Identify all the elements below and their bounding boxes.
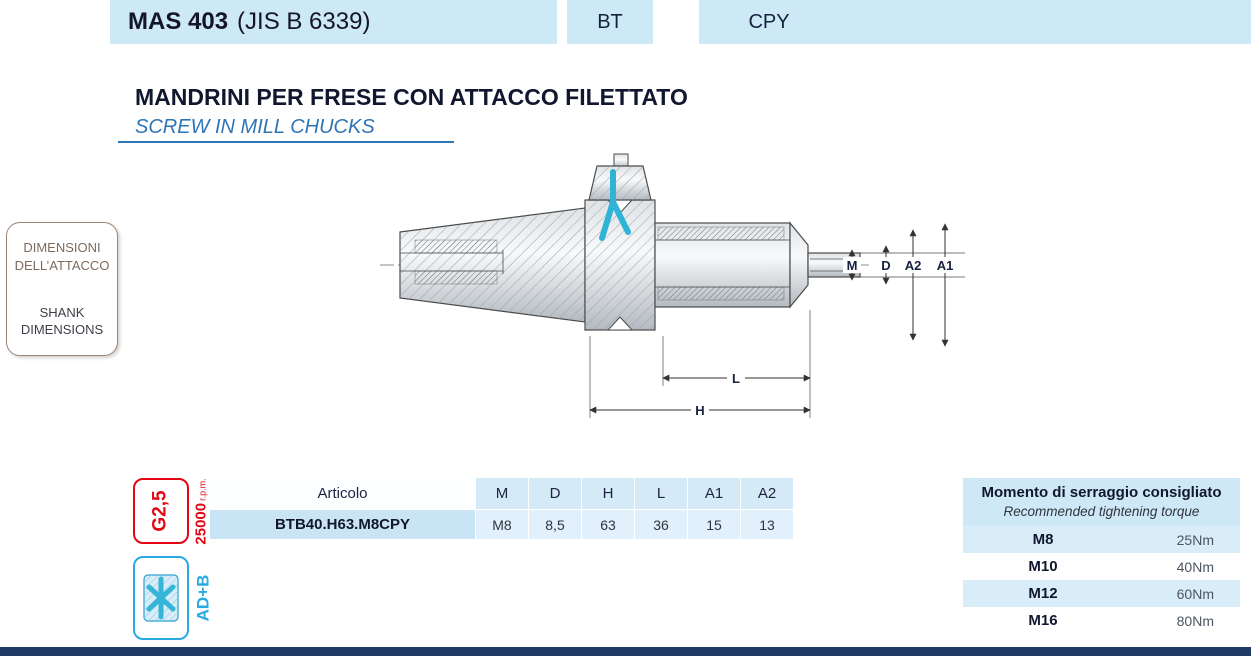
torque-row-m8: M8 25Nm [963,526,1240,554]
page-title: MANDRINI PER FRESE CON ATTACCO FILETTATO [135,84,688,110]
value-m: M8 [476,510,529,540]
balance-grade-badge: G2,5 [133,478,189,544]
torque-size-m10: M10 [1028,558,1058,576]
coolant-type-label: AD+B [193,574,213,622]
col-header-l: L [635,478,688,510]
header-band-bt: BT [567,0,653,44]
tightening-torque-table: Momento di serraggio consigliato Recomme… [963,478,1240,635]
shank-type-bt: BT [597,10,623,33]
tool-holder-technical-drawing: M D A2 A1 L H [365,150,985,450]
col-header-a1: A1 [688,478,741,510]
coolant-inducer [588,153,652,241]
nose-cone [789,221,809,309]
dim-label-a2: A2 [905,258,922,273]
col-header-a2: A2 [741,478,794,510]
header-band-standard: MAS 403 (JIS B 6339) [110,0,557,44]
standard-norm: (JIS B 6339) [237,8,371,35]
dim-label-m: M [847,258,858,273]
shank-box-it-line2: DELL’ATTACCO [14,257,110,273]
diameter-dimensions: M D A2 A1 [843,223,958,347]
dim-label-a1: A1 [937,258,954,273]
value-a2: 13 [741,510,794,540]
article-code: BTB40.H63.M8CPY [210,510,476,540]
rpm-unit: r.p.m. [197,477,208,501]
pullstud-thread-top [414,239,498,254]
shank-box-italian: DIMENSIONI DELL’ATTACCO [15,239,110,274]
torque-title-en: Recommended tightening torque [1003,503,1200,519]
value-h: 63 [582,510,635,540]
torque-table-header: Momento di serraggio consigliato Recomme… [963,478,1240,527]
page-subtitle: SCREW IN MILL CHUCKS [135,116,375,138]
coolant-type: AD+B [191,556,215,640]
length-dimensions: L H [589,370,811,418]
torque-size-m12: M12 [1028,585,1058,603]
tool-holder-drawing-svg: M D A2 A1 L H [380,153,965,418]
torque-row-m16: M16 80Nm [963,607,1240,635]
coolant-section-icon [143,574,179,622]
value-a1: 15 [688,510,741,540]
coolant-channel [599,169,631,241]
value-l: 36 [635,510,688,540]
torque-value-m8: 25Nm [1176,531,1214,548]
shank-dimensions-box: DIMENSIONI DELL’ATTACCO SHANK DIMENSIONS [6,222,118,356]
shank-box-en-line2: DIMENSIONS [20,322,104,338]
dim-label-h: H [695,403,704,418]
dim-label-l: L [732,371,740,386]
chuck-body [654,221,861,309]
v-flange [584,199,656,331]
footer-bar [0,647,1251,656]
torque-row-m12: M12 60Nm [963,580,1240,608]
rpm-value: 25000 [192,502,210,545]
torque-size-m8: M8 [1032,531,1054,549]
specification-table: Articolo M D H L A1 A2 BTB40.H63.M8CPY M… [210,478,794,540]
header-band-right [699,0,1251,44]
shank-box-english: SHANK DIMENSIONS [21,304,103,339]
dim-label-d: D [881,258,890,273]
shank-box-en-line1: SHANK [39,304,85,320]
torque-value-m12: 60Nm [1176,585,1214,602]
torque-value-m16: 80Nm [1176,612,1214,629]
pullstud-thread-bottom [414,270,498,285]
balance-grade-label: G2,5 [149,490,171,532]
torque-value-m10: 40Nm [1176,558,1214,575]
internal-thread-bottom [657,286,785,301]
taper-shank [399,207,586,323]
col-header-d: D [529,478,582,510]
spec-table-header-row: Articolo M D H L A1 A2 [210,478,794,510]
col-header-m: M [476,478,529,510]
shank-box-it-line1: DIMENSIONI [23,240,101,255]
coolant-badge [133,556,189,640]
internal-thread-top [657,226,785,241]
torque-size-m16: M16 [1028,612,1058,630]
col-header-articolo: Articolo [210,478,476,510]
torque-row-m10: M10 40Nm [963,553,1240,581]
title-underline [118,141,454,143]
series-cpy: CPY [748,10,790,33]
col-header-h: H [582,478,635,510]
value-d: 8,5 [529,510,582,540]
torque-title-it: Momento di serraggio consigliato [981,484,1222,501]
standard-name: MAS 403 [128,8,229,35]
spec-table-data-row: BTB40.H63.M8CPY M8 8,5 63 36 15 13 [210,510,794,540]
